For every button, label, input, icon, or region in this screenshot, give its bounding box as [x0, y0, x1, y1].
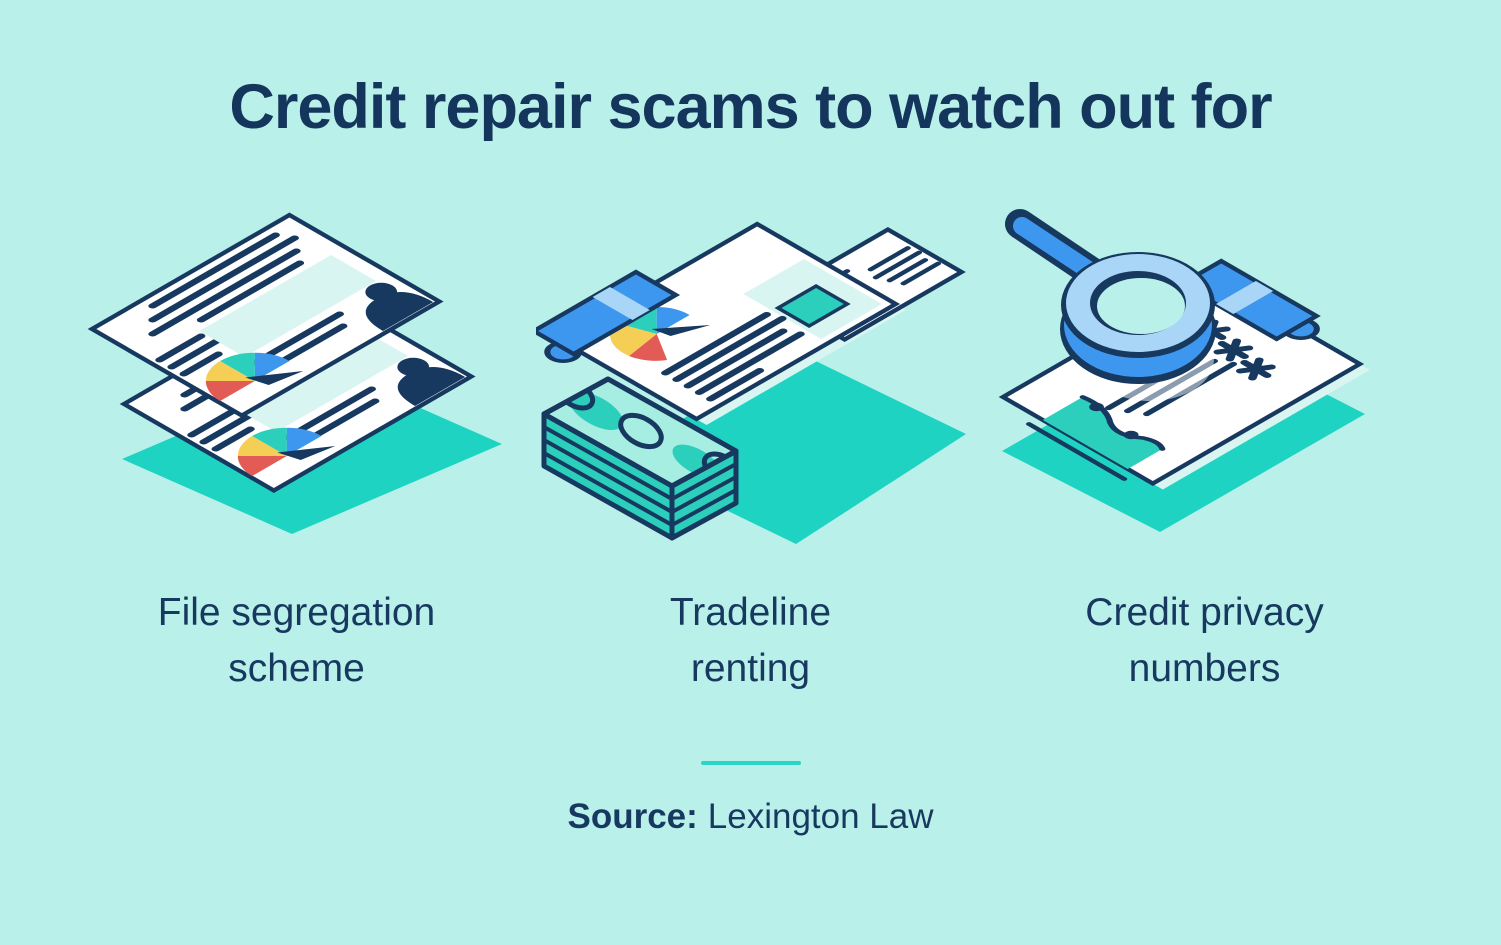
source-name: Lexington Law	[707, 797, 934, 837]
figure-credit-privacy: Credit privacy numbers	[990, 199, 1420, 697]
clipboard	[535, 221, 900, 422]
figure-tradeline-renting: Tradeline renting	[535, 199, 966, 697]
source-label: Source:	[567, 797, 698, 837]
caption-file-segregation: File segregation scheme	[157, 591, 436, 691]
scam-figures-row: File segregation scheme	[82, 199, 1420, 697]
clipboard-clip	[535, 269, 680, 363]
source-line: Source:Lexington Law	[567, 797, 933, 837]
clipboard-clip	[1176, 258, 1321, 342]
clipboard-money-idcard-illustration	[535, 221, 966, 544]
caption-credit-privacy: Credit privacy numbers	[1085, 591, 1324, 691]
magnifier-over-report-illustration	[998, 209, 1370, 532]
page-title: Credit repair scams to watch out for	[229, 72, 1272, 142]
figure-file-segregation: File segregation scheme	[82, 199, 512, 697]
divider	[700, 761, 801, 766]
stacked-credit-reports-illustration	[82, 199, 502, 534]
magnifier-icon	[1004, 209, 1216, 384]
score-trend-chart	[1025, 395, 1165, 481]
money-stack	[541, 376, 738, 541]
caption-tradeline-renting: Tradeline renting	[669, 591, 832, 691]
